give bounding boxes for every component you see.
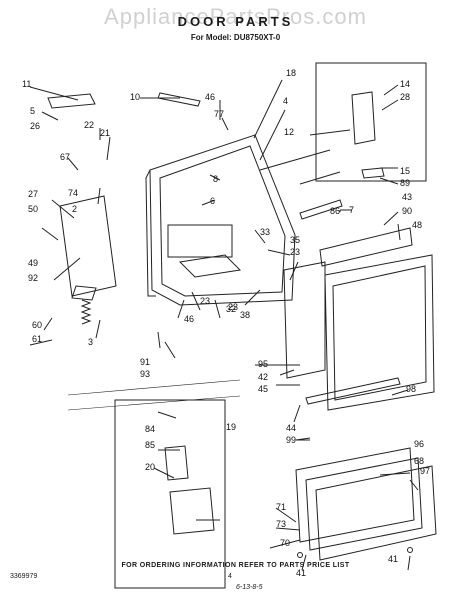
- callout-5: 5: [30, 106, 35, 116]
- page-number: 4: [228, 573, 232, 580]
- callout-28: 28: [400, 92, 410, 102]
- callout-8: 8: [213, 174, 218, 184]
- fastener-41a: [297, 552, 303, 558]
- callout-86: 86: [330, 206, 340, 216]
- callout-6: 6: [210, 196, 215, 206]
- callout-98: 98: [406, 384, 416, 394]
- callout-91: 91: [140, 357, 150, 367]
- callout-90: 90: [402, 206, 412, 216]
- door-panel-48: [324, 254, 435, 411]
- callout-23: 23: [200, 296, 210, 306]
- callout-26: 26: [30, 121, 40, 131]
- callout-96: 96: [414, 439, 424, 449]
- detergent-inset-box: [114, 399, 226, 589]
- document-number: 3369979: [10, 573, 38, 580]
- callout-10: 10: [130, 92, 140, 102]
- callout-3: 3: [88, 337, 93, 347]
- door-handle: [47, 93, 96, 109]
- door-panel-90: [319, 227, 413, 267]
- callout-77: 77: [214, 109, 224, 119]
- callout-41: 41: [388, 554, 398, 564]
- callout-99: 99: [286, 435, 296, 445]
- watermark-text: AppliancePartsPros.com: [104, 4, 367, 29]
- callout-67: 67: [60, 152, 70, 162]
- callout-2: 2: [72, 204, 77, 214]
- screw-99: [295, 437, 311, 441]
- callout-61: 61: [32, 334, 42, 344]
- callout-44: 44: [286, 423, 296, 433]
- callout-46: 46: [205, 92, 215, 102]
- insulation-pad: [283, 261, 326, 379]
- callout-42: 42: [258, 372, 268, 382]
- inner-door-panel: [149, 134, 296, 306]
- model-subtitle: For Model: DU8750XT-0: [190, 33, 281, 42]
- callout-15: 15: [400, 166, 410, 176]
- callout-74: 74: [68, 188, 78, 198]
- callout-46: 46: [184, 314, 194, 324]
- callout-35: 35: [290, 235, 300, 245]
- latch-inset-box: [315, 62, 427, 182]
- callout-14: 14: [400, 79, 410, 89]
- callout-21: 21: [100, 128, 110, 138]
- trim-strip-98: [305, 377, 401, 405]
- callout-68: 68: [414, 456, 424, 466]
- callout-32: 32: [226, 304, 236, 314]
- callout-23: 23: [290, 247, 300, 257]
- ordering-footer: FOR ORDERING INFORMATION REFER TO PARTS …: [121, 562, 350, 569]
- callout-20: 20: [145, 462, 155, 472]
- vent-strip: [157, 92, 201, 107]
- callout-22: 22: [84, 120, 94, 130]
- callout-49: 49: [28, 258, 38, 268]
- callout-12: 12: [284, 127, 294, 137]
- dispenser-housing: [167, 224, 233, 258]
- callout-45: 45: [258, 384, 268, 394]
- callout-11: 11: [22, 79, 31, 89]
- callout-33: 33: [260, 227, 270, 237]
- callout-71: 71: [276, 502, 286, 512]
- callout-97: 97: [420, 466, 430, 476]
- callout-7: 7: [349, 205, 354, 215]
- callout-93: 93: [140, 369, 150, 379]
- callout-95: 95: [258, 359, 268, 369]
- callout-41: 41: [296, 568, 306, 578]
- diagram-title: DOOR PARTS: [177, 14, 294, 29]
- callout-38: 38: [240, 310, 250, 320]
- callout-85: 85: [145, 440, 155, 450]
- callout-27: 27: [28, 189, 38, 199]
- hinge-arm: [59, 195, 117, 297]
- date-code: 6-13-8-5: [236, 584, 263, 591]
- door-spring: [80, 299, 92, 325]
- callout-92: 92: [28, 273, 38, 283]
- callout-89: 89: [400, 178, 410, 188]
- callout-23: 23: [228, 302, 238, 312]
- callout-48: 48: [412, 220, 422, 230]
- detergent-cup: [169, 487, 215, 535]
- callout-70: 70: [280, 538, 290, 548]
- callout-19: 19: [226, 422, 236, 432]
- callout-18: 18: [286, 68, 296, 78]
- callout-4: 4: [283, 96, 288, 106]
- callout-84: 84: [145, 424, 155, 434]
- callout-43: 43: [402, 192, 412, 202]
- callout-60: 60: [32, 320, 42, 330]
- lower-panel-96: [295, 447, 415, 543]
- callout-73: 73: [276, 519, 286, 529]
- fastener-41b: [407, 547, 413, 553]
- lower-panel-97: [315, 465, 437, 561]
- callout-50: 50: [28, 204, 38, 214]
